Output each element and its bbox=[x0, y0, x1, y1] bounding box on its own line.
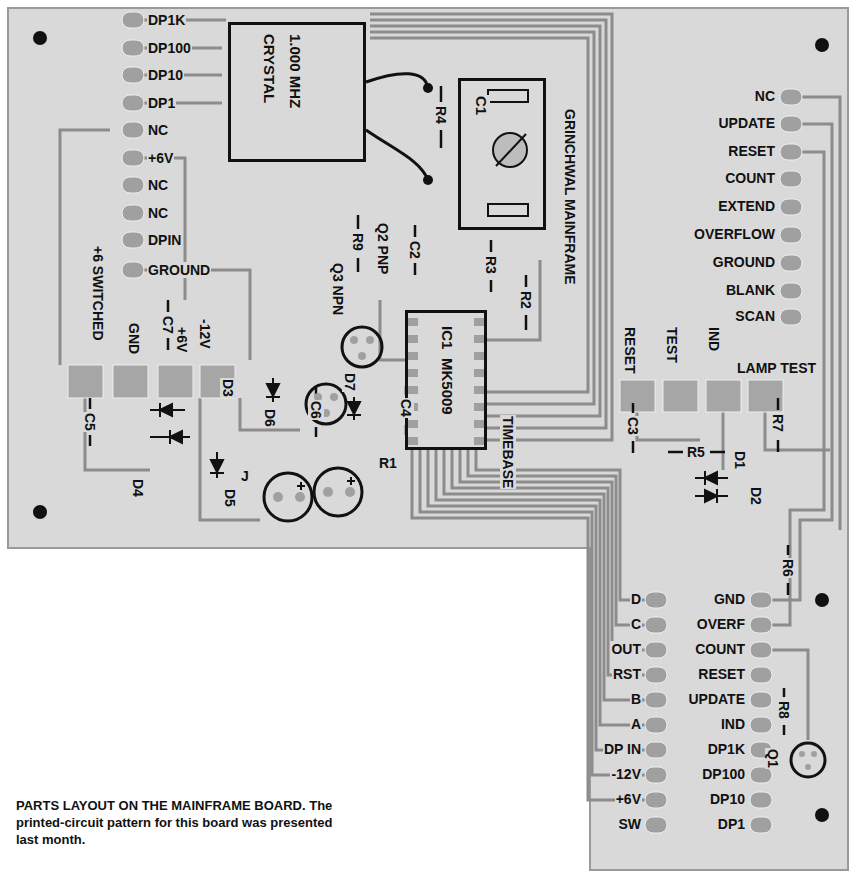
silkscreen-label: +6V bbox=[147, 150, 174, 166]
silkscreen-label: DP IN bbox=[603, 741, 642, 757]
silkscreen-label: D6 bbox=[262, 408, 278, 428]
silkscreen-label: BLANK bbox=[725, 282, 776, 298]
silkscreen-label: C2 bbox=[407, 240, 423, 260]
silkscreen-label: NC bbox=[754, 88, 776, 104]
trimmer-capacitor: C1 bbox=[458, 78, 546, 230]
silkscreen-label: R3 bbox=[483, 255, 499, 275]
silkscreen-label: DP1 bbox=[147, 95, 176, 111]
silkscreen-label: RST bbox=[612, 666, 642, 682]
silkscreen-label: DP100 bbox=[701, 766, 746, 782]
silkscreen-label: R5 bbox=[686, 444, 706, 460]
ic-package: IC1MK5009 bbox=[405, 310, 487, 450]
silkscreen-label: C6 bbox=[308, 400, 324, 420]
component-label: C1 bbox=[473, 95, 490, 116]
silkscreen-label: R4 bbox=[433, 105, 449, 125]
silkscreen-label: OVERFLOW bbox=[693, 226, 776, 242]
silkscreen-label: R1 bbox=[378, 455, 398, 471]
silkscreen-label: DPIN bbox=[147, 232, 182, 248]
silkscreen-label: D bbox=[630, 591, 642, 607]
silkscreen-label: R9 bbox=[350, 232, 366, 252]
silkscreen-label: C4 bbox=[398, 398, 414, 418]
silkscreen-label: COUNT bbox=[694, 641, 746, 657]
silkscreen-label: D4 bbox=[130, 478, 146, 498]
silkscreen-label: R6 bbox=[780, 558, 796, 578]
silkscreen-label: UPDATE bbox=[717, 115, 776, 131]
silkscreen-label: LAMP TEST bbox=[736, 360, 817, 376]
crystal-outline: 1.000 MHZ CRYSTAL bbox=[228, 22, 366, 162]
silkscreen-label: EXTEND bbox=[717, 198, 776, 214]
silkscreen-label: RESET bbox=[622, 326, 638, 375]
silkscreen-label: IND bbox=[720, 716, 746, 732]
silkscreen-label: TIMEBASE bbox=[500, 415, 516, 489]
silkscreen-label: NC bbox=[147, 122, 169, 138]
silkscreen-label: A bbox=[630, 716, 642, 732]
silkscreen-label: Q3 NPN bbox=[330, 262, 346, 316]
silkscreen-label: Q1 bbox=[765, 748, 781, 769]
silkscreen-label: RESET bbox=[727, 143, 776, 159]
silkscreen-label: D7 bbox=[342, 372, 358, 392]
silkscreen-label: DP100 bbox=[147, 40, 192, 56]
silkscreen-label: NC bbox=[147, 177, 169, 193]
silkscreen-label: DP10 bbox=[709, 791, 746, 807]
silkscreen-label: SCAN bbox=[734, 308, 776, 324]
silkscreen-label: D2 bbox=[748, 486, 764, 506]
silkscreen-label: OUT bbox=[610, 641, 642, 657]
silkscreen-label: DP10 bbox=[147, 67, 184, 83]
silkscreen-label: Q2 PNP bbox=[375, 222, 391, 275]
silkscreen-label: GND bbox=[713, 591, 746, 607]
silkscreen-label: COUNT bbox=[724, 170, 776, 186]
silkscreen-label: DP1 bbox=[717, 816, 746, 832]
figure-caption: PARTS LAYOUT ON THE MAINFRAME BOARD. The… bbox=[16, 798, 346, 849]
silkscreen-label: R2 bbox=[518, 290, 534, 310]
silkscreen-label: +6V bbox=[615, 791, 642, 807]
silkscreen-label: R8 bbox=[776, 700, 792, 720]
silkscreen-label: GRINCHWAL MAINFRAME bbox=[562, 108, 578, 286]
silkscreen-label: -12V bbox=[610, 766, 642, 782]
silkscreen-label: GROUND bbox=[712, 254, 776, 270]
silkscreen-label: D5 bbox=[222, 488, 238, 508]
silkscreen-label: GROUND bbox=[147, 262, 211, 278]
silkscreen-label: IND bbox=[706, 326, 722, 352]
silkscreen-label: DP1K bbox=[147, 12, 186, 28]
silkscreen-label: SW bbox=[617, 816, 642, 832]
silkscreen-label: GND bbox=[126, 322, 142, 355]
component-label: CRYSTAL bbox=[261, 33, 278, 104]
silkscreen-label: OVERF bbox=[696, 616, 746, 632]
silkscreen-label: D1 bbox=[732, 450, 748, 470]
component-label: IC1 bbox=[439, 325, 456, 350]
silkscreen-label: +6 SWITCHED bbox=[90, 245, 106, 342]
silkscreen-label: RESET bbox=[697, 666, 746, 682]
silkscreen-label: D3 bbox=[220, 378, 236, 398]
silkscreen-label: C5 bbox=[82, 412, 98, 432]
silkscreen-label: C3 bbox=[625, 416, 641, 436]
silkscreen-label: DP1K bbox=[707, 741, 746, 757]
silkscreen-label: -12V bbox=[197, 318, 213, 350]
silkscreen-label: UPDATE bbox=[687, 691, 746, 707]
silkscreen-label: J bbox=[240, 468, 250, 484]
component-label: 1.000 MHZ bbox=[287, 33, 304, 109]
component-label: MK5009 bbox=[439, 357, 456, 416]
silkscreen-label: NC bbox=[147, 205, 169, 221]
silkscreen-label: TEST bbox=[664, 326, 680, 364]
silkscreen-label: R7 bbox=[770, 413, 786, 433]
silkscreen-label: B bbox=[630, 691, 642, 707]
silkscreen-label: C bbox=[630, 616, 642, 632]
silkscreen-label: +6V bbox=[174, 326, 190, 353]
